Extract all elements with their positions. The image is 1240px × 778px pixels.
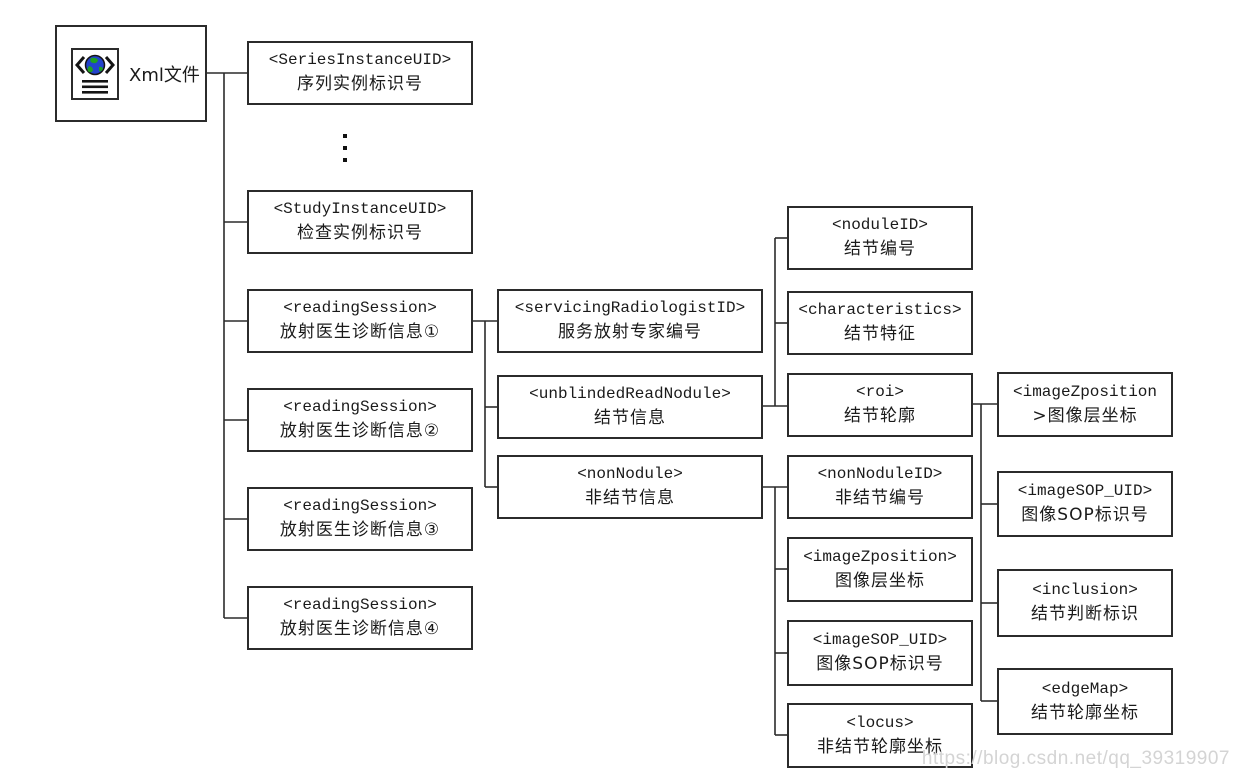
node-label: 结节轮廓 xyxy=(844,406,916,427)
node-label: 非结节编号 xyxy=(835,488,925,509)
node-tag: <readingSession> xyxy=(283,299,437,318)
node-tag: <locus> xyxy=(846,713,914,732)
globe-document-glyph xyxy=(75,54,115,94)
node-tag: <servicingRadiologistID> xyxy=(514,299,746,318)
node-tag: <nonNodule> xyxy=(577,465,683,484)
node-tag: <SeriesInstanceUID> xyxy=(268,51,452,70)
xml-file-icon xyxy=(71,47,119,100)
node-servicingRadiologistID: <servicingRadiologistID> 服务放射专家编号 xyxy=(497,289,763,353)
root-node-label: Xml文件 xyxy=(129,64,200,86)
node-unblindedReadNodule: <unblindedReadNodule> 结节信息 xyxy=(497,375,763,439)
node-tag: <imageZposition> xyxy=(803,547,957,566)
node-tag: <unblindedReadNodule> xyxy=(529,385,731,404)
node-tag: <inclusion> xyxy=(1032,581,1138,600)
node-readingSession-3: <readingSession> 放射医生诊断信息③ xyxy=(247,487,473,551)
node-locus: <locus> 非结节轮廓坐标 xyxy=(787,703,973,768)
node-imageZposition-nonNodule: <imageZposition> 图像层坐标 xyxy=(787,537,973,602)
node-edgeMap: <edgeMap> 结节轮廓坐标 xyxy=(997,668,1173,735)
node-characteristics: <characteristics> 结节特征 xyxy=(787,291,973,355)
node-label: 结节判断标识 xyxy=(1031,604,1139,625)
node-tag: <StudyInstanceUID> xyxy=(273,200,447,219)
node-SeriesInstanceUID: <SeriesInstanceUID> 序列实例标识号 xyxy=(247,41,473,105)
node-readingSession-2: <readingSession> 放射医生诊断信息② xyxy=(247,388,473,452)
node-readingSession-4: <readingSession> 放射医生诊断信息④ xyxy=(247,586,473,650)
node-label: 结节编号 xyxy=(844,239,916,260)
csdn-watermark: https://blog.csdn.net/qq_39319907 xyxy=(921,748,1230,769)
node-tag: <noduleID> xyxy=(831,216,928,235)
node-tag: <roi> xyxy=(855,383,904,402)
node-label: 服务放射专家编号 xyxy=(558,322,702,343)
node-roi: <roi> 结节轮廓 xyxy=(787,373,973,437)
node-tag: <readingSession> xyxy=(283,497,437,516)
node-tag: <readingSession> xyxy=(283,596,437,615)
node-noduleID: <noduleID> 结节编号 xyxy=(787,206,973,270)
node-label: 检查实例标识号 xyxy=(297,223,423,244)
node-label: 放射医生诊断信息③ xyxy=(279,520,441,541)
node-label: 图像SOP标识号 xyxy=(1021,505,1149,526)
node-label: 序列实例标识号 xyxy=(297,74,423,95)
node-tag: <nonNoduleID> xyxy=(817,465,943,484)
node-tag: <imageZposition xyxy=(1012,382,1158,401)
node-inclusion: <inclusion> 结节判断标识 xyxy=(997,569,1173,637)
node-label: 放射医生诊断信息① xyxy=(279,322,441,343)
node-tag: <imageSOP_UID> xyxy=(812,631,948,650)
node-label: 结节轮廓坐标 xyxy=(1031,702,1139,723)
node-readingSession-1: <readingSession> 放射医生诊断信息① xyxy=(247,289,473,353)
node-tag: <characteristics> xyxy=(798,301,962,320)
node-nonNoduleID: <nonNoduleID> 非结节编号 xyxy=(787,455,973,519)
node-label: 放射医生诊断信息④ xyxy=(279,619,441,640)
node-label: 图像层坐标 xyxy=(835,570,925,591)
node-imageSOP-UID-roi: <imageSOP_UID> 图像SOP标识号 xyxy=(997,471,1173,537)
node-label: 非结节轮廓坐标 xyxy=(817,736,943,757)
node-nonNodule: <nonNodule> 非结节信息 xyxy=(497,455,763,519)
node-label: 非结节信息 xyxy=(585,488,675,509)
node-tag: <edgeMap> xyxy=(1041,679,1129,698)
node-label: 放射医生诊断信息② xyxy=(279,421,441,442)
node-tag: <imageSOP_UID> xyxy=(1017,482,1153,501)
node-StudyInstanceUID: <StudyInstanceUID> 检查实例标识号 xyxy=(247,190,473,254)
vertical-ellipsis xyxy=(343,134,347,162)
node-imageSOP-UID-nonNodule: <imageSOP_UID> 图像SOP标识号 xyxy=(787,620,973,686)
node-tag: <readingSession> xyxy=(283,398,437,417)
node-label: 图像SOP标识号 xyxy=(816,654,944,675)
node-label: 结节特征 xyxy=(844,324,916,345)
node-label: 结节信息 xyxy=(594,408,666,429)
node-imageZposition-roi: <imageZposition >图像层坐标 xyxy=(997,372,1173,437)
node-label: >图像层坐标 xyxy=(1032,405,1138,426)
node-xml-file: Xml文件 xyxy=(55,25,207,122)
